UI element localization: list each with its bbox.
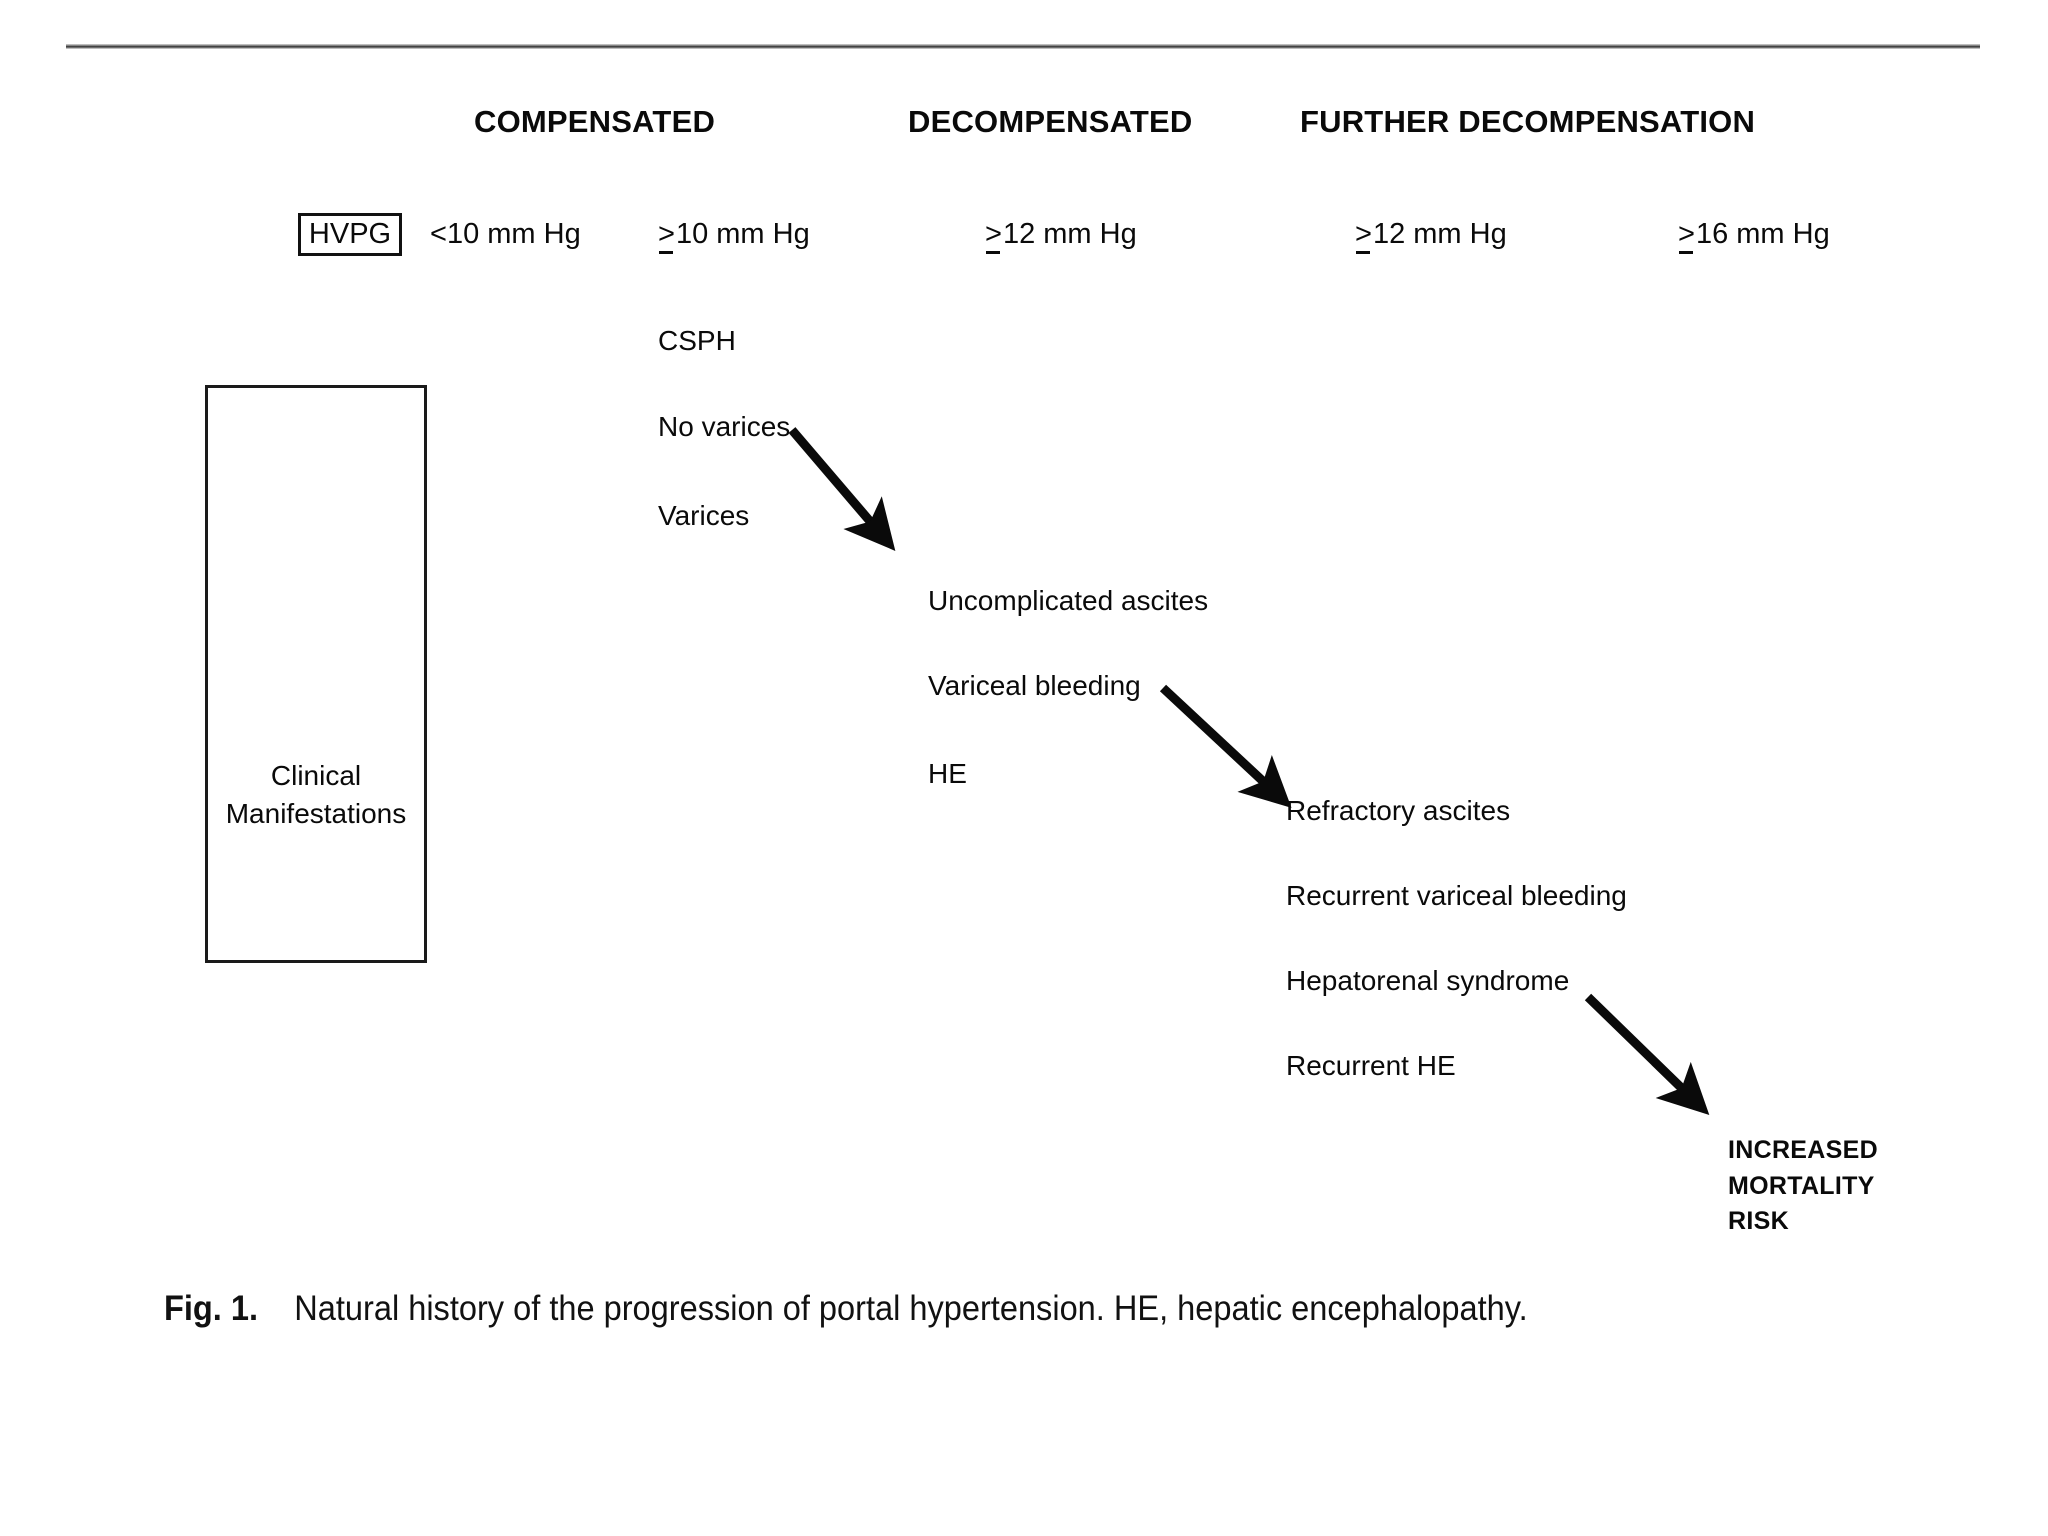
outcome-line1: INCREASED	[1728, 1136, 1878, 1164]
hvpg-legend-label: HVPG	[308, 218, 392, 250]
figure-caption-spacer	[267, 1289, 285, 1328]
arrow-compensated-to-decompensated	[788, 427, 896, 551]
item-variceal-bleeding: Variceal bleeding	[928, 670, 1141, 701]
clinical-manifestations-box	[205, 385, 427, 963]
hvpg-number: 12	[1372, 218, 1406, 250]
item-recurrent-he: Recurrent HE	[1286, 1050, 1456, 1081]
clinical-manifestations-line2: Manifestations	[225, 797, 407, 829]
hvpg-value-further-high: >16 mm Hg	[1678, 218, 1830, 254]
arrow-decompensated-to-further	[1159, 684, 1292, 808]
item-uncomplicated-ascites: Uncomplicated ascites	[928, 585, 1209, 616]
item-no-varices: No varices	[658, 411, 791, 442]
greater-equal-icon: >	[1355, 218, 1372, 254]
hvpg-value-decompensated: >12 mm Hg	[985, 218, 1137, 254]
hvpg-unit-text: mm Hg	[1043, 218, 1137, 250]
item-recurrent-variceal-bleeding: Recurrent variceal bleeding	[1286, 880, 1627, 911]
top-divider-rule	[66, 44, 1980, 49]
greater-equal-icon: >	[985, 218, 1002, 254]
figure-caption-label: Fig. 1.	[164, 1289, 259, 1328]
hvpg-value-further-low: >12 mm Hg	[1355, 218, 1507, 254]
hvpg-number: 12	[1002, 218, 1036, 250]
item-csph: CSPH	[658, 325, 736, 356]
outcome-line2: MORTALITY	[1728, 1171, 1875, 1200]
hvpg-value-compensated-csph: >10 mm Hg	[658, 218, 810, 254]
hvpg-value-compensated-low: <10 mm Hg	[430, 218, 581, 251]
hvpg-number: 10	[446, 218, 480, 250]
item-hepatorenal-syndrome: Hepatorenal syndrome	[1286, 965, 1570, 996]
stage-header-decompensated: DECOMPENSATED	[908, 104, 1193, 139]
outcome-increased-mortality-risk: INCREASED MORTALITY RISK	[1728, 1133, 1878, 1240]
clinical-manifestations-line1: Clinical	[270, 760, 362, 791]
hvpg-unit-text: mm Hg	[1413, 218, 1507, 250]
hvpg-unit-text: mm Hg	[716, 218, 810, 250]
greater-equal-icon: >	[658, 218, 675, 254]
hvpg-symbol-lt: <	[430, 218, 447, 250]
figure-caption: Fig. 1. Natural history of the progressi…	[164, 1288, 1838, 1330]
stage-header-compensated: COMPENSATED	[474, 104, 716, 139]
item-refractory-ascites: Refractory ascites	[1286, 795, 1511, 826]
outcome-line3: RISK	[1728, 1207, 1789, 1235]
hvpg-legend-box: HVPG	[298, 213, 402, 256]
hvpg-unit-text: mm Hg	[487, 218, 581, 250]
figure-caption-text: Natural history of the progression of po…	[294, 1289, 1528, 1328]
arrow-further-to-mortality	[1584, 993, 1710, 1116]
hvpg-number: 16	[1695, 218, 1729, 250]
clinical-manifestations-label: Clinical Manifestations	[205, 757, 427, 832]
item-hepatic-encephalopathy: HE	[928, 758, 967, 789]
item-varices: Varices	[658, 500, 750, 531]
hvpg-unit-text: mm Hg	[1736, 218, 1830, 250]
greater-equal-icon: >	[1678, 218, 1695, 254]
stage-header-further-decompensation: FURTHER DECOMPENSATION	[1300, 104, 1756, 139]
hvpg-number: 10	[675, 218, 709, 250]
